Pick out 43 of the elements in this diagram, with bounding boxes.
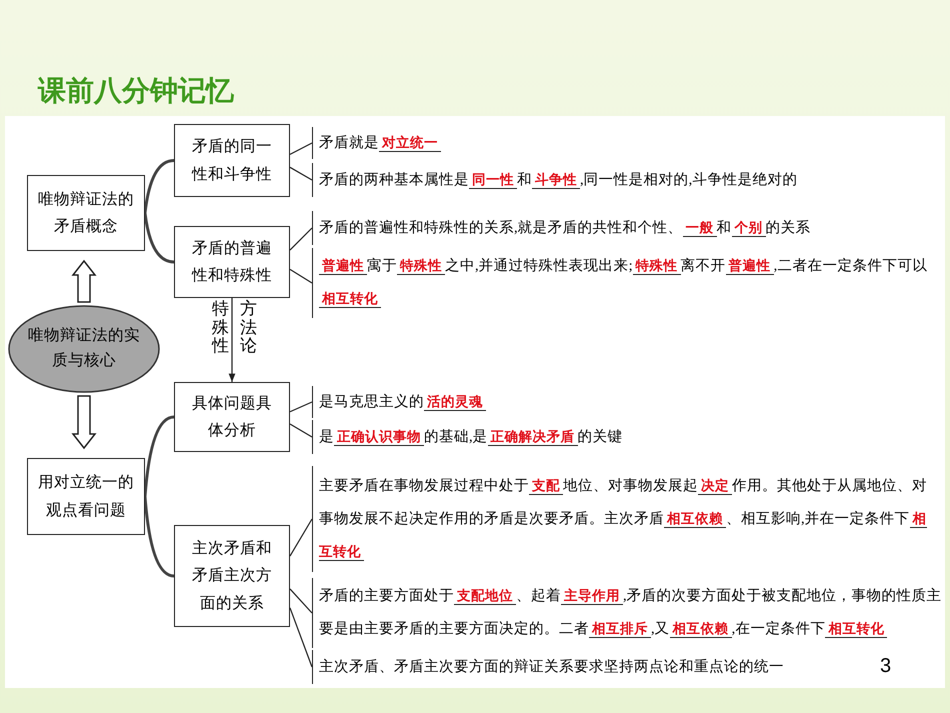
concept-box (174, 226, 290, 298)
statement-text: 是正确认识事物的基础,是正确解决矛盾的关键 (319, 428, 623, 448)
slide-title: 课前八分钟记忆 (38, 73, 234, 109)
box-text: 矛盾的同一性和斗争性 (190, 137, 273, 184)
hollow-arrow (71, 260, 97, 303)
brace-curve (144, 416, 174, 497)
statement-text: 矛盾的普遍性和特殊性的关系,就是矛盾的共性和个性、一般和个别的关系 (319, 218, 811, 238)
brace-curve (144, 212, 174, 264)
connector-line (290, 423, 312, 438)
concept-box (27, 458, 145, 535)
statement-text: 矛盾的两种基本属性是同一性和斗争性,同一性是相对的,斗争性是绝对的 (319, 170, 798, 190)
box-text: 唯物辩证法的矛盾概念 (38, 190, 134, 237)
arrow (228, 298, 236, 382)
statement-text: 主要矛盾在事物发展过程中处于支配地位、对事物发展起决定作用。其他处于从属地位、对事物发展不起决定作用的矛盾是次要矛盾。主次矛盾相互依赖、相互影响,并在一定条件下相互转化 (319, 476, 928, 562)
statement-text: 普遍性寓于特殊性之中,并通过特殊性表现出来;特殊性离不开普遍性,二者在一定条件下可以相互转化 (319, 250, 940, 316)
statement-text: 矛盾的主要方面处于支配地位、起着主导作用,矛盾的次要方面处于被支配地位，事物的性质主要是由主要矛盾的主要方面决定的。二者相互排斥,又相互依赖,在一定条件下相互转化 (319, 586, 943, 640)
hollow-arrow (71, 395, 97, 450)
concept-box (174, 382, 290, 452)
box-text: 用对立统一的观点看问题 (38, 473, 134, 520)
connector-line (290, 142, 312, 155)
connector-line (290, 588, 312, 614)
concept-box (174, 525, 290, 627)
concept-box (174, 124, 290, 197)
connector-line (290, 228, 312, 251)
connector-line (290, 401, 312, 412)
connector-line (289, 518, 313, 556)
connector-line (290, 268, 312, 284)
core-ellipse (8, 305, 160, 393)
ellipse-text: 唯物辩证法的实质与核心 (27, 326, 141, 371)
concept-box (27, 175, 145, 251)
statement-text: 是马克思主义的活的灵魂 (319, 386, 486, 418)
brace-curve (144, 496, 174, 578)
brace-curve (144, 159, 174, 214)
box-text: 矛盾的普遍性和特殊性 (190, 238, 273, 286)
connector-line (289, 608, 313, 668)
statement-text: 矛盾就是对立统一 (319, 126, 441, 160)
connector-line (290, 166, 312, 181)
box-text: 主次矛盾和矛盾主次方面的关系 (191, 538, 273, 614)
vertical-note: 特殊性 (212, 300, 229, 356)
vertical-note: 方法论 (240, 300, 257, 356)
page-number: 3 (880, 655, 892, 678)
box-text: 具体问题具体分析 (191, 394, 273, 441)
statement-text: 主次矛盾、矛盾主次要方面的辩证关系要求坚持两点论和重点论的统一 (319, 658, 784, 676)
